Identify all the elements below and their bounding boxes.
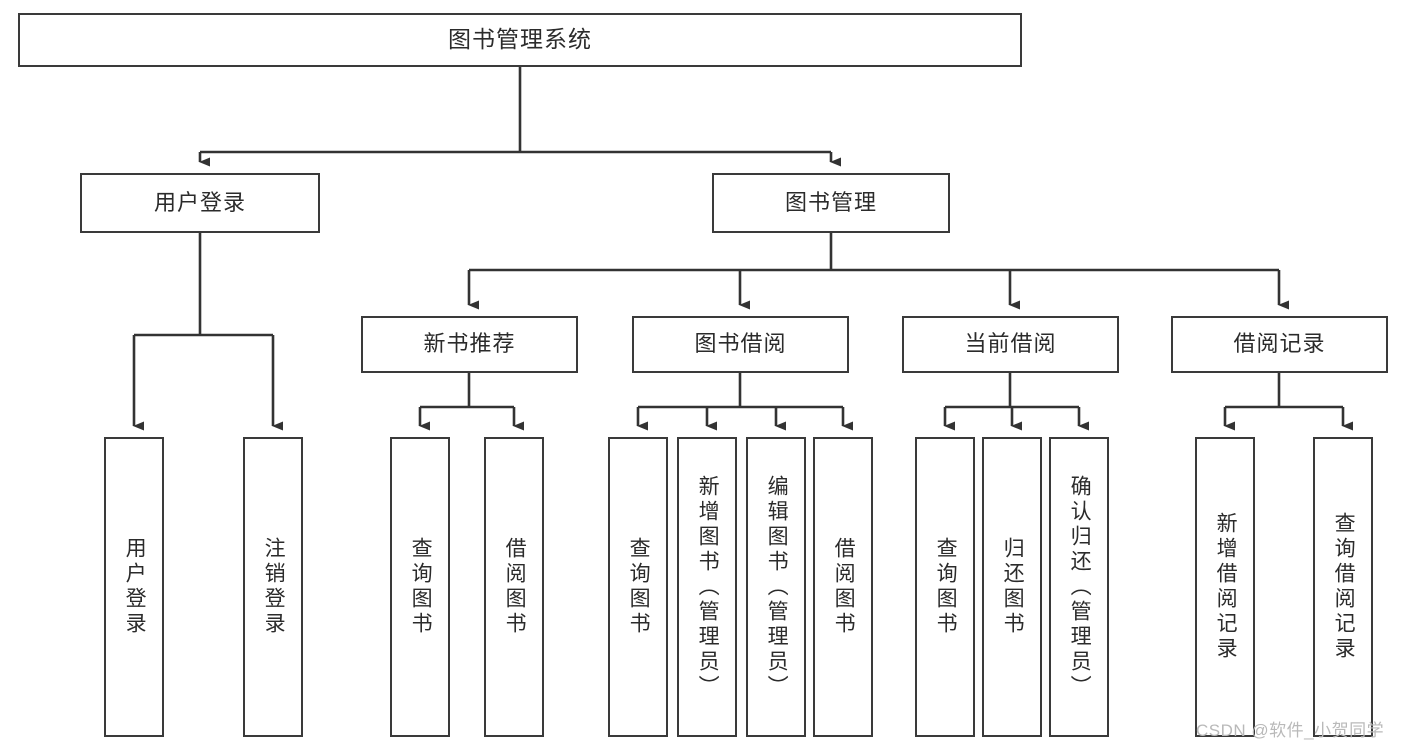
node-leaf-logout[interactable]: 注销登录 xyxy=(243,437,303,737)
node-label: 查询图书 xyxy=(934,537,958,637)
node-label: 借阅图书 xyxy=(832,537,856,637)
node-label: 用户登录 xyxy=(123,537,147,637)
node-root-system[interactable]: 图书管理系统 xyxy=(18,13,1022,67)
node-label: 用户登录 xyxy=(153,189,246,215)
csdn-watermark: CSDN @软件_小贺同学 xyxy=(1196,721,1385,740)
node-label: 图书管理 xyxy=(784,189,877,215)
node-label: 新书推荐 xyxy=(423,331,516,357)
node-label: 新增图书（管理员） xyxy=(696,474,720,700)
node-label: 当前借阅 xyxy=(964,331,1057,357)
node-book-borrow[interactable]: 图书借阅 xyxy=(632,316,849,373)
node-leaf-borrow-book-recommend[interactable]: 借阅图书 xyxy=(484,437,544,737)
node-leaf-query-book-current[interactable]: 查询图书 xyxy=(915,437,975,737)
node-user-login[interactable]: 用户登录 xyxy=(80,173,320,233)
node-leaf-add-book-admin[interactable]: 新增图书（管理员） xyxy=(677,437,737,737)
node-label: 新增借阅记录 xyxy=(1214,512,1238,662)
node-label: 查询图书 xyxy=(627,537,651,637)
node-book-management[interactable]: 图书管理 xyxy=(712,173,950,233)
node-label: 编辑图书（管理员） xyxy=(765,474,789,700)
node-borrow-records[interactable]: 借阅记录 xyxy=(1171,316,1388,373)
node-leaf-borrow-book[interactable]: 借阅图书 xyxy=(813,437,873,737)
node-leaf-query-book-borrow[interactable]: 查询图书 xyxy=(608,437,668,737)
node-leaf-edit-book-admin[interactable]: 编辑图书（管理员） xyxy=(746,437,806,737)
node-label: 借阅图书 xyxy=(503,537,527,637)
node-label: 归还图书 xyxy=(1001,537,1025,637)
node-new-book-recommend[interactable]: 新书推荐 xyxy=(361,316,578,373)
node-label: 确认归还（管理员） xyxy=(1068,474,1092,700)
node-label: 查询借阅记录 xyxy=(1332,512,1356,662)
node-label: 查询图书 xyxy=(409,537,433,637)
node-leaf-query-borrow-record[interactable]: 查询借阅记录 xyxy=(1313,437,1373,737)
node-label: 借阅记录 xyxy=(1233,331,1326,357)
node-label: 图书借阅 xyxy=(694,331,787,357)
node-leaf-return-book[interactable]: 归还图书 xyxy=(982,437,1042,737)
node-current-borrow[interactable]: 当前借阅 xyxy=(902,316,1119,373)
node-leaf-query-book-recommend[interactable]: 查询图书 xyxy=(390,437,450,737)
node-label: 图书管理系统 xyxy=(448,26,592,53)
node-leaf-user-login[interactable]: 用户登录 xyxy=(104,437,164,737)
node-leaf-confirm-return-admin[interactable]: 确认归还（管理员） xyxy=(1049,437,1109,737)
node-leaf-add-borrow-record[interactable]: 新增借阅记录 xyxy=(1195,437,1255,737)
node-label: 注销登录 xyxy=(262,537,286,637)
